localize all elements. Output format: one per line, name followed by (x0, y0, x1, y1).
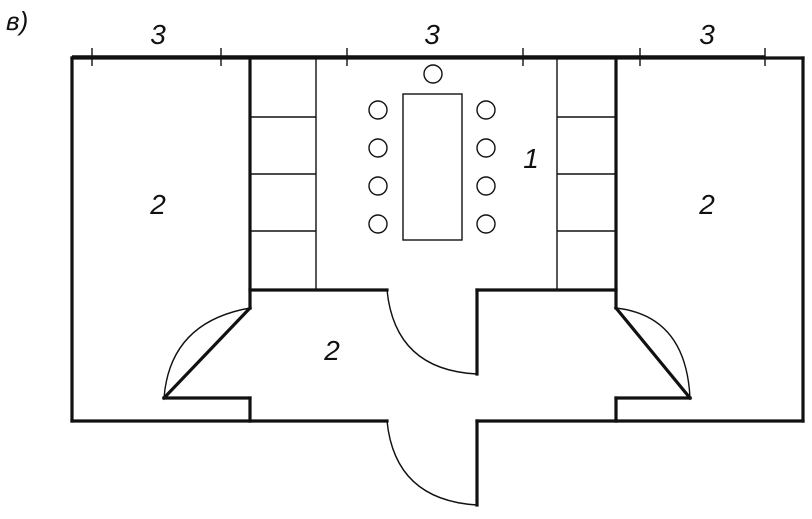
chair (368, 176, 388, 196)
panel-label: в) (6, 6, 28, 36)
room-label-right: 2 (698, 189, 715, 220)
chair (476, 214, 496, 234)
chair (368, 100, 388, 120)
chair (368, 138, 388, 158)
conference-table (402, 93, 463, 241)
door-left-room (161, 305, 253, 401)
left-closet (249, 57, 317, 291)
room-label-left: 2 (149, 189, 166, 220)
room-label-1: 1 (523, 143, 539, 174)
door-center-room (386, 288, 479, 376)
chairs (368, 64, 496, 234)
door-entrance (386, 419, 479, 507)
room-label-lobby: 2 (323, 335, 340, 366)
chair (476, 176, 496, 196)
right-closet (556, 57, 617, 291)
chair (423, 64, 443, 84)
dimension-center: 3 (424, 19, 440, 50)
dimension-right: 3 (699, 19, 715, 50)
chair (476, 100, 496, 120)
chair (476, 138, 496, 158)
dimension-left: 3 (150, 19, 166, 50)
door-right-room (613, 305, 693, 401)
chair (368, 214, 388, 234)
